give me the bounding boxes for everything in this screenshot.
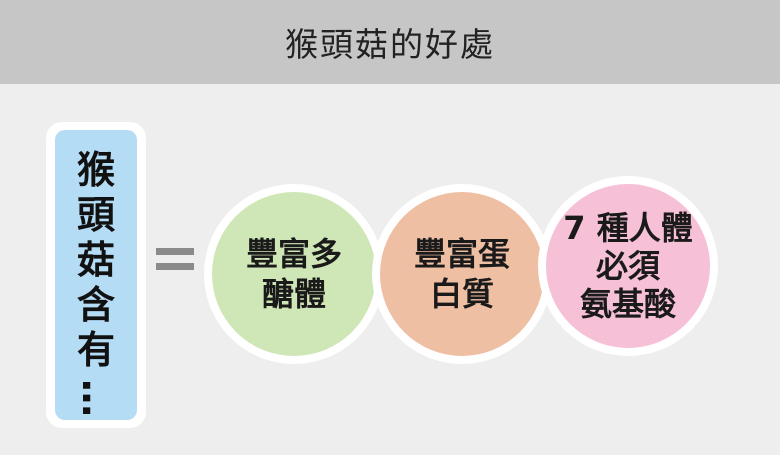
page-title: 猴頭菇的好處	[285, 25, 495, 64]
equals-bar-top	[156, 248, 194, 255]
subject-char: 有	[76, 328, 115, 372]
ellipsis-dots: …	[74, 379, 118, 417]
benefit-label: 7 種人體 必須 氨基酸	[563, 209, 693, 323]
benefit-circle-amino-acids: 7 種人體 必須 氨基酸	[538, 176, 718, 356]
header-bar: 猴頭菇的好處	[0, 0, 780, 84]
benefit-circle-fill: 豐富蛋 白質	[380, 192, 544, 356]
benefit-circle-fill: 豐富多 醣體	[212, 192, 376, 356]
benefit-circle-fill: 7 種人體 必須 氨基酸	[546, 184, 710, 348]
benefit-circle-protein: 豐富蛋 白質	[372, 184, 552, 364]
benefit-circle-polysaccharides: 豐富多 醣體	[204, 184, 384, 364]
subject-char: 菇	[76, 238, 115, 282]
subject-char: 頭	[76, 193, 115, 237]
subject-char: 含	[76, 283, 115, 327]
subject-label-panel: 猴 頭 菇 含 有 …	[55, 130, 137, 420]
benefit-label: 豐富蛋 白質	[413, 235, 510, 313]
subject-card: 猴 頭 菇 含 有 …	[46, 122, 146, 428]
benefit-label: 豐富多 醣體	[245, 235, 342, 313]
equals-sign-icon	[156, 244, 194, 274]
subject-char: 猴	[76, 148, 115, 192]
equals-bar-bottom	[156, 263, 194, 270]
